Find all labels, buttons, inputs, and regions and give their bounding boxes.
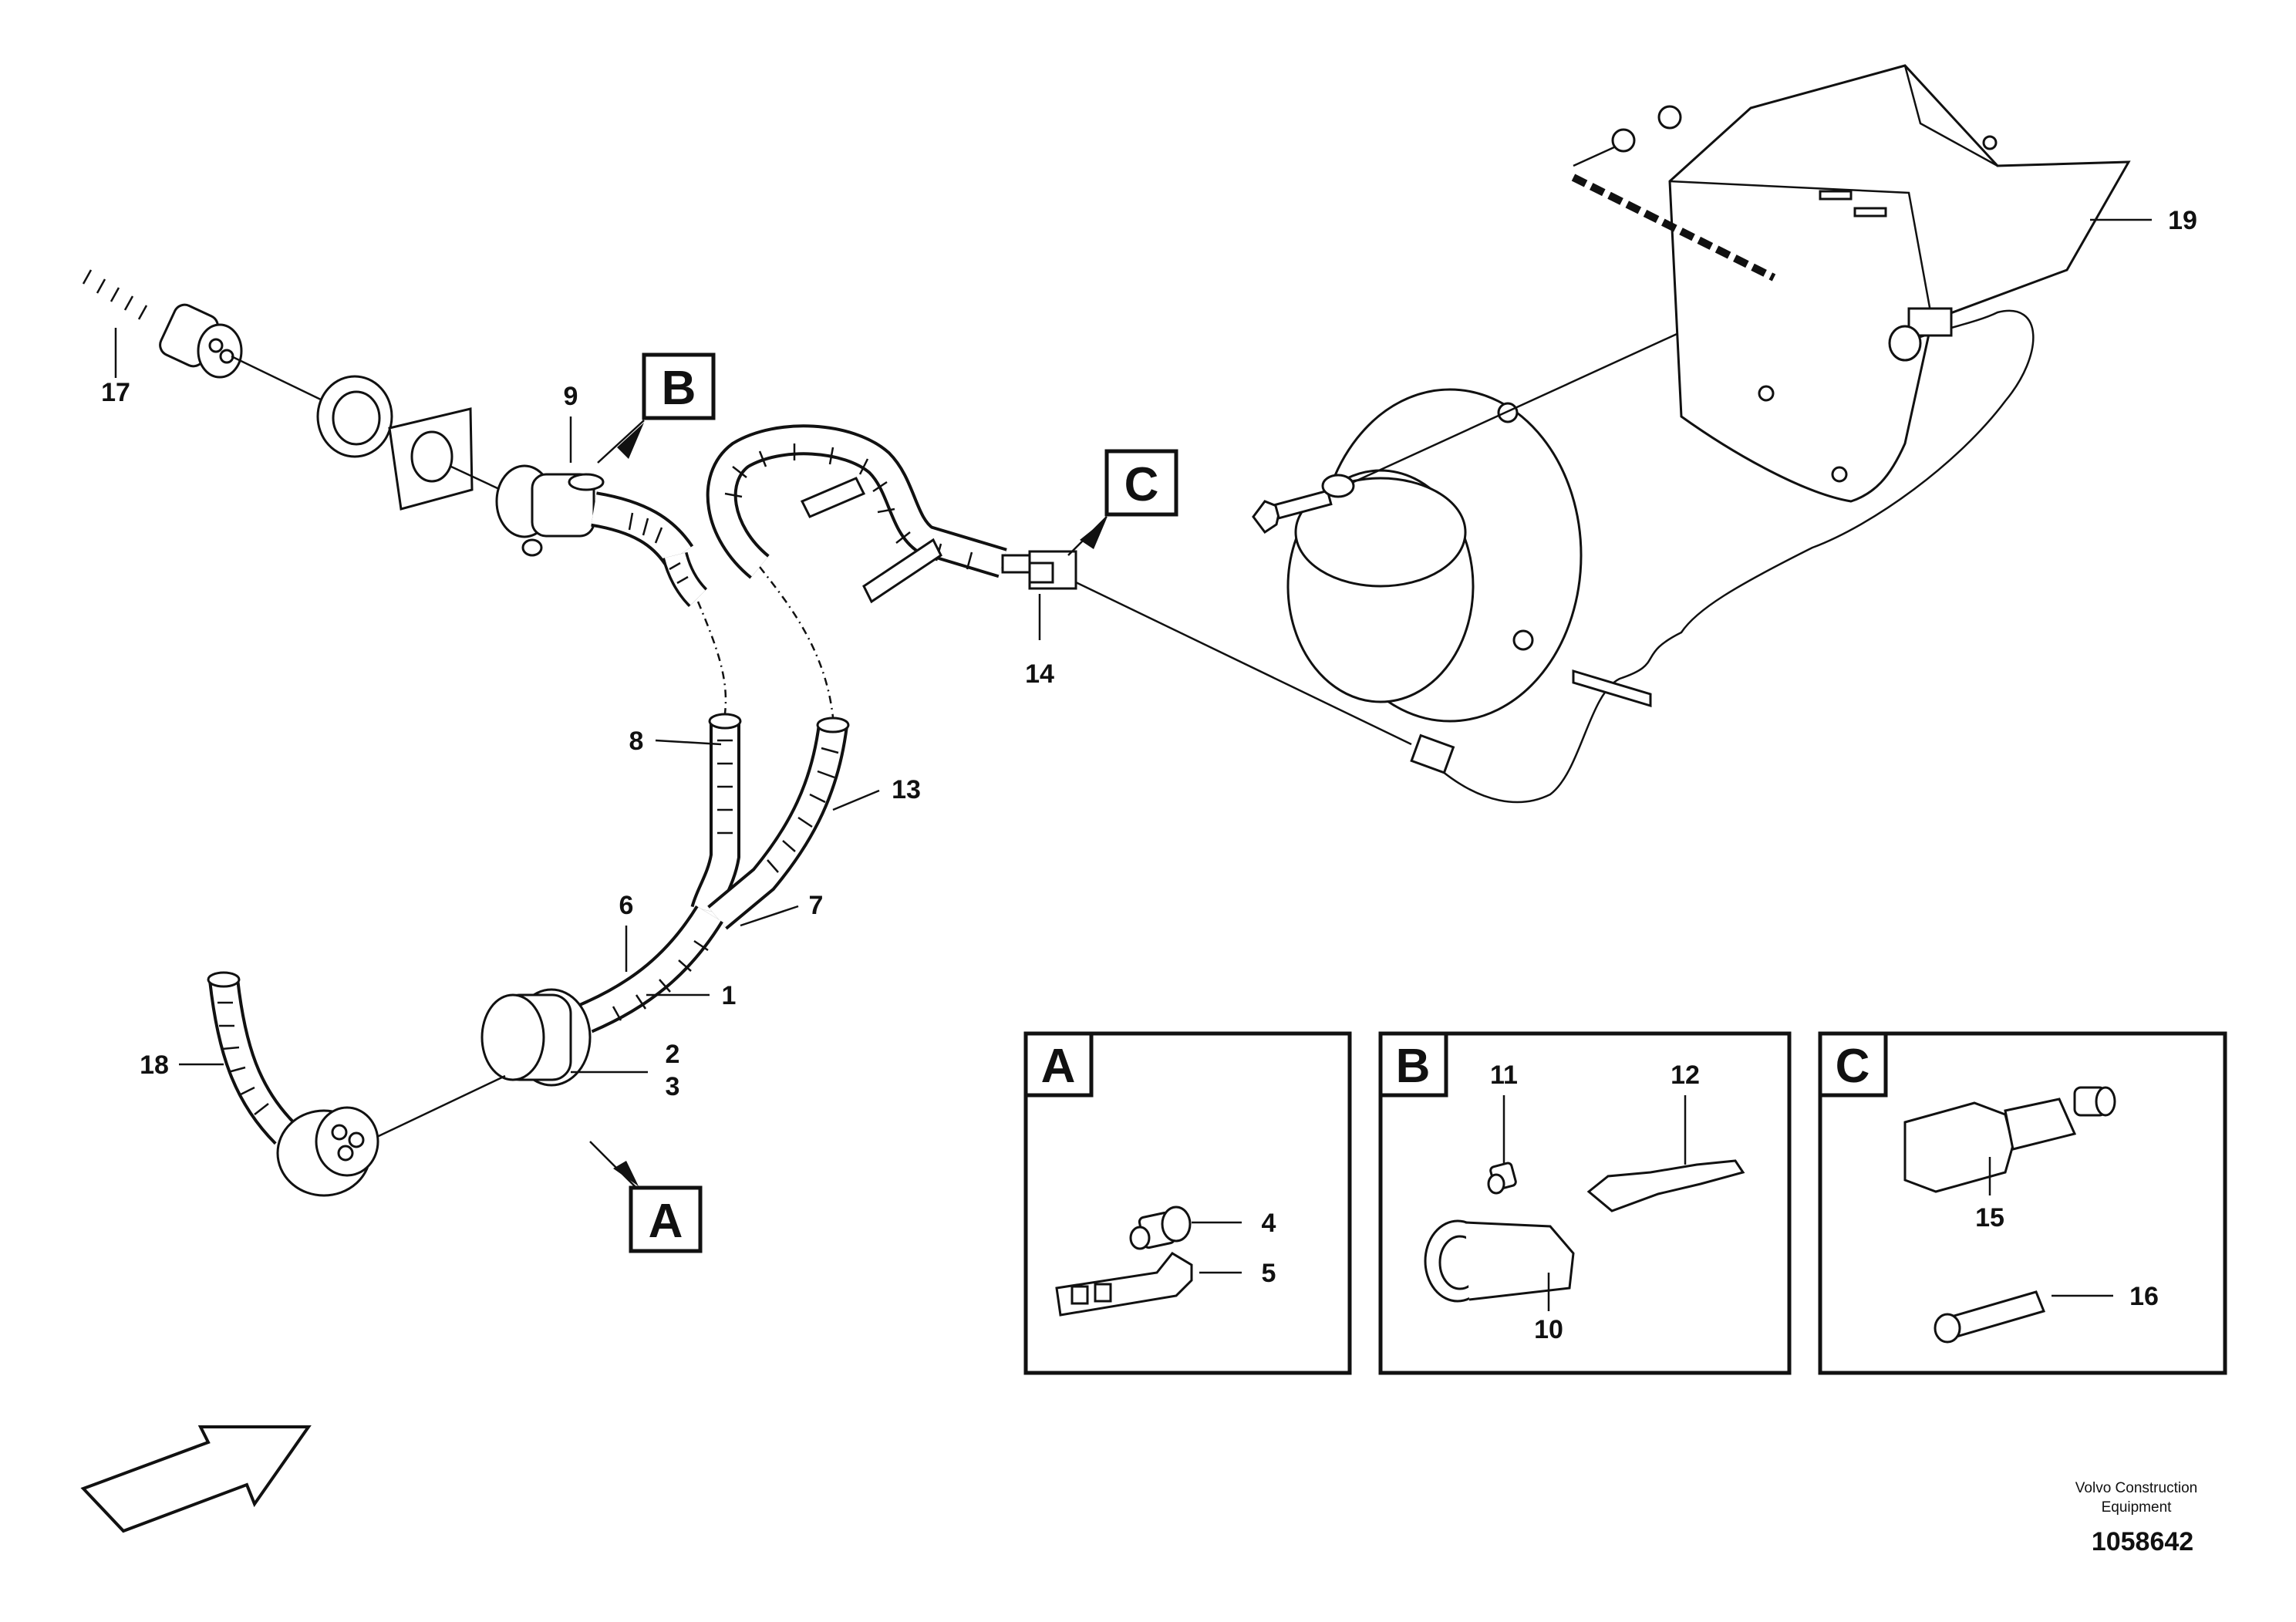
credit-line-1: Volvo Construction xyxy=(2075,1480,2197,1496)
callout-4-label: 4 xyxy=(1262,1209,1276,1238)
part-11-plug: 11 xyxy=(1487,1061,1518,1195)
detail-box-a-letter: A xyxy=(1041,1040,1076,1093)
view-flag-c: C xyxy=(1067,449,1178,556)
callout-17-label: 17 xyxy=(101,378,130,407)
callout-8-label: 8 xyxy=(629,727,644,756)
callout-6: 6 xyxy=(619,891,634,972)
bracket-19 xyxy=(1410,64,2131,804)
callout-12-label: 12 xyxy=(1671,1061,1700,1090)
part-15-connector: 15 xyxy=(1903,1086,2116,1233)
part-5-terminal: 5 xyxy=(1055,1252,1276,1317)
credit-line-2: Equipment xyxy=(2102,1499,2173,1516)
harness-main xyxy=(579,566,850,1034)
view-flag-c-letter: C xyxy=(1124,458,1159,511)
callout-13: 13 xyxy=(832,775,921,811)
callout-14-label: 14 xyxy=(1025,659,1054,689)
view-flag-a-letter: A xyxy=(649,1195,683,1248)
callout-2-3: 2 3 xyxy=(571,1040,679,1101)
callout-1: 1 xyxy=(646,981,736,1010)
connector-18 xyxy=(207,971,379,1197)
callout-3-label: 3 xyxy=(666,1072,680,1101)
callout-9: 9 xyxy=(564,382,578,463)
footer-credit: Volvo Construction Equipment 1058642 xyxy=(2075,1480,2197,1556)
callout-19: 19 xyxy=(2090,206,2197,235)
view-flag-b-letter: B xyxy=(662,362,696,415)
connector-2-3 xyxy=(350,988,592,1151)
detail-box-b: B 11 12 10 xyxy=(1378,1031,1792,1375)
connector-17 xyxy=(79,265,325,403)
harness-14 xyxy=(706,424,1412,746)
view-flag-b: B xyxy=(597,352,716,464)
callout-1-label: 1 xyxy=(722,981,737,1010)
callout-13-label: 13 xyxy=(892,775,921,804)
callout-14: 14 xyxy=(1025,594,1054,689)
detail-box-c: C 15 16 xyxy=(1818,1031,2227,1375)
detail-box-a: A 4 5 xyxy=(1023,1031,1352,1375)
callout-11-label: 11 xyxy=(1490,1061,1518,1090)
view-flag-a: A xyxy=(589,1141,703,1253)
callout-8: 8 xyxy=(629,727,722,756)
callout-5-label: 5 xyxy=(1262,1259,1276,1288)
detail-box-b-letter: B xyxy=(1396,1040,1431,1093)
detail-box-c-letter: C xyxy=(1836,1040,1870,1093)
part-12-pin: 12 xyxy=(1586,1061,1745,1212)
part-10-housing: 10 xyxy=(1424,1219,1575,1344)
callout-9-label: 9 xyxy=(564,382,578,411)
callout-18: 18 xyxy=(140,1050,224,1080)
callout-6-label: 6 xyxy=(619,891,634,920)
callout-17: 17 xyxy=(101,328,130,407)
connector-9 xyxy=(495,464,708,608)
callout-2-label: 2 xyxy=(666,1040,680,1069)
callout-7: 7 xyxy=(740,891,824,927)
part-4-seal: 4 xyxy=(1129,1206,1276,1250)
callout-18-label: 18 xyxy=(140,1050,169,1080)
callout-16-label: 16 xyxy=(2129,1282,2159,1311)
callout-7-label: 7 xyxy=(809,891,824,920)
callout-19-label: 19 xyxy=(2168,206,2197,235)
document-number: 1058642 xyxy=(2092,1527,2193,1556)
callout-10-label: 10 xyxy=(1534,1315,1563,1344)
work-lamp xyxy=(1286,388,1583,723)
part-16-seal: 16 xyxy=(1934,1282,2159,1344)
direction-arrow xyxy=(80,1425,312,1533)
callout-15-label: 15 xyxy=(1975,1203,2004,1233)
mounting-plate xyxy=(388,407,510,511)
